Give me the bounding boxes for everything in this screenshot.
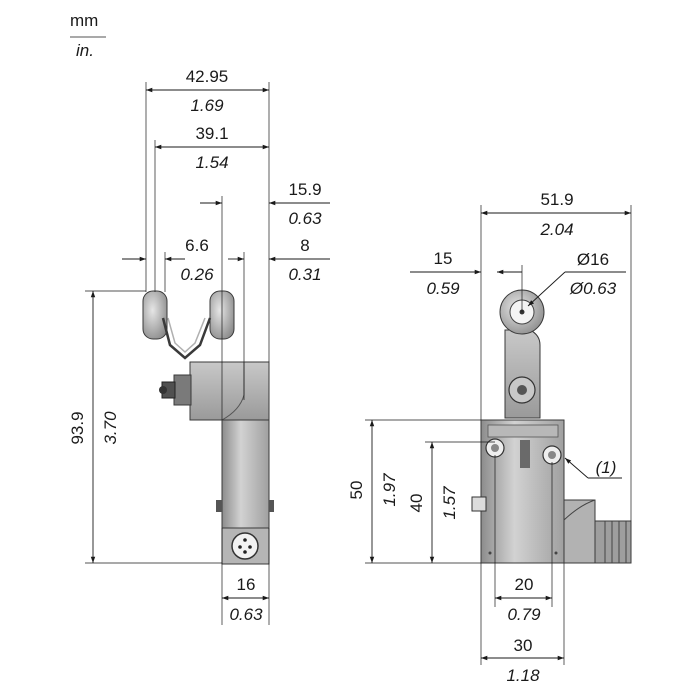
front-view-part — [471, 289, 632, 564]
dim-20-mm: 20 — [515, 575, 534, 594]
dim-6-6-in: 0.26 — [180, 265, 214, 284]
dim-50-mm: 50 — [347, 481, 366, 500]
callout-1: (1) — [596, 458, 617, 477]
side-roller-left — [142, 290, 168, 340]
dim-39-1-mm: 39.1 — [195, 124, 228, 143]
dim-39-1-in: 1.54 — [195, 153, 228, 172]
dim-51-9-mm: 51.9 — [540, 190, 573, 209]
dim-15-9-in: 0.63 — [288, 209, 322, 228]
side-dimensions: 42.95 1.69 39.1 1.54 15.9 0.63 6.6 0.26 … — [68, 67, 330, 625]
dim-8-in: 0.31 — [288, 265, 321, 284]
side-head — [189, 361, 270, 421]
connector-pins — [231, 532, 259, 560]
dim-51-9-in: 2.04 — [539, 220, 573, 239]
dim-16-mm: 16 — [237, 575, 256, 594]
dim-40-mm: 40 — [407, 494, 426, 513]
dim-30-mm: 30 — [514, 636, 533, 655]
dim-dia16-mm: Ø16 — [577, 250, 609, 269]
dim-40-in: 1.57 — [440, 486, 459, 520]
unit-in: in. — [76, 41, 94, 60]
dim-dia16-in: Ø0.63 — [569, 279, 617, 298]
side-view-part — [142, 290, 274, 565]
front-lever-arm — [504, 329, 541, 419]
dim-15-in: 0.59 — [426, 279, 460, 298]
dim-42-95-mm: 42.95 — [186, 67, 229, 86]
side-shaft — [173, 374, 192, 406]
dim-50-in: 1.97 — [380, 473, 399, 507]
dim-16-in: 0.63 — [229, 605, 263, 624]
dim-42-95-in: 1.69 — [190, 96, 224, 115]
front-dimensions: 51.9 2.04 15 0.59 Ø16 Ø0.63 50 1.97 40 1… — [347, 190, 632, 685]
front-connector — [594, 520, 632, 564]
dim-30-in: 1.18 — [506, 666, 540, 685]
side-lever-fork — [161, 317, 212, 360]
dim-15-mm: 15 — [434, 249, 453, 268]
dim-8-mm: 8 — [300, 236, 309, 255]
dim-20-in: 0.79 — [507, 605, 541, 624]
dim-93-9-in: 3.70 — [101, 411, 120, 445]
side-body — [221, 419, 270, 529]
units-legend: mm in. — [70, 11, 106, 60]
dim-15-9-mm: 15.9 — [288, 180, 321, 199]
unit-mm: mm — [70, 11, 98, 30]
dim-6-6-mm: 6.6 — [185, 236, 209, 255]
dim-93-9-mm: 93.9 — [68, 411, 87, 444]
